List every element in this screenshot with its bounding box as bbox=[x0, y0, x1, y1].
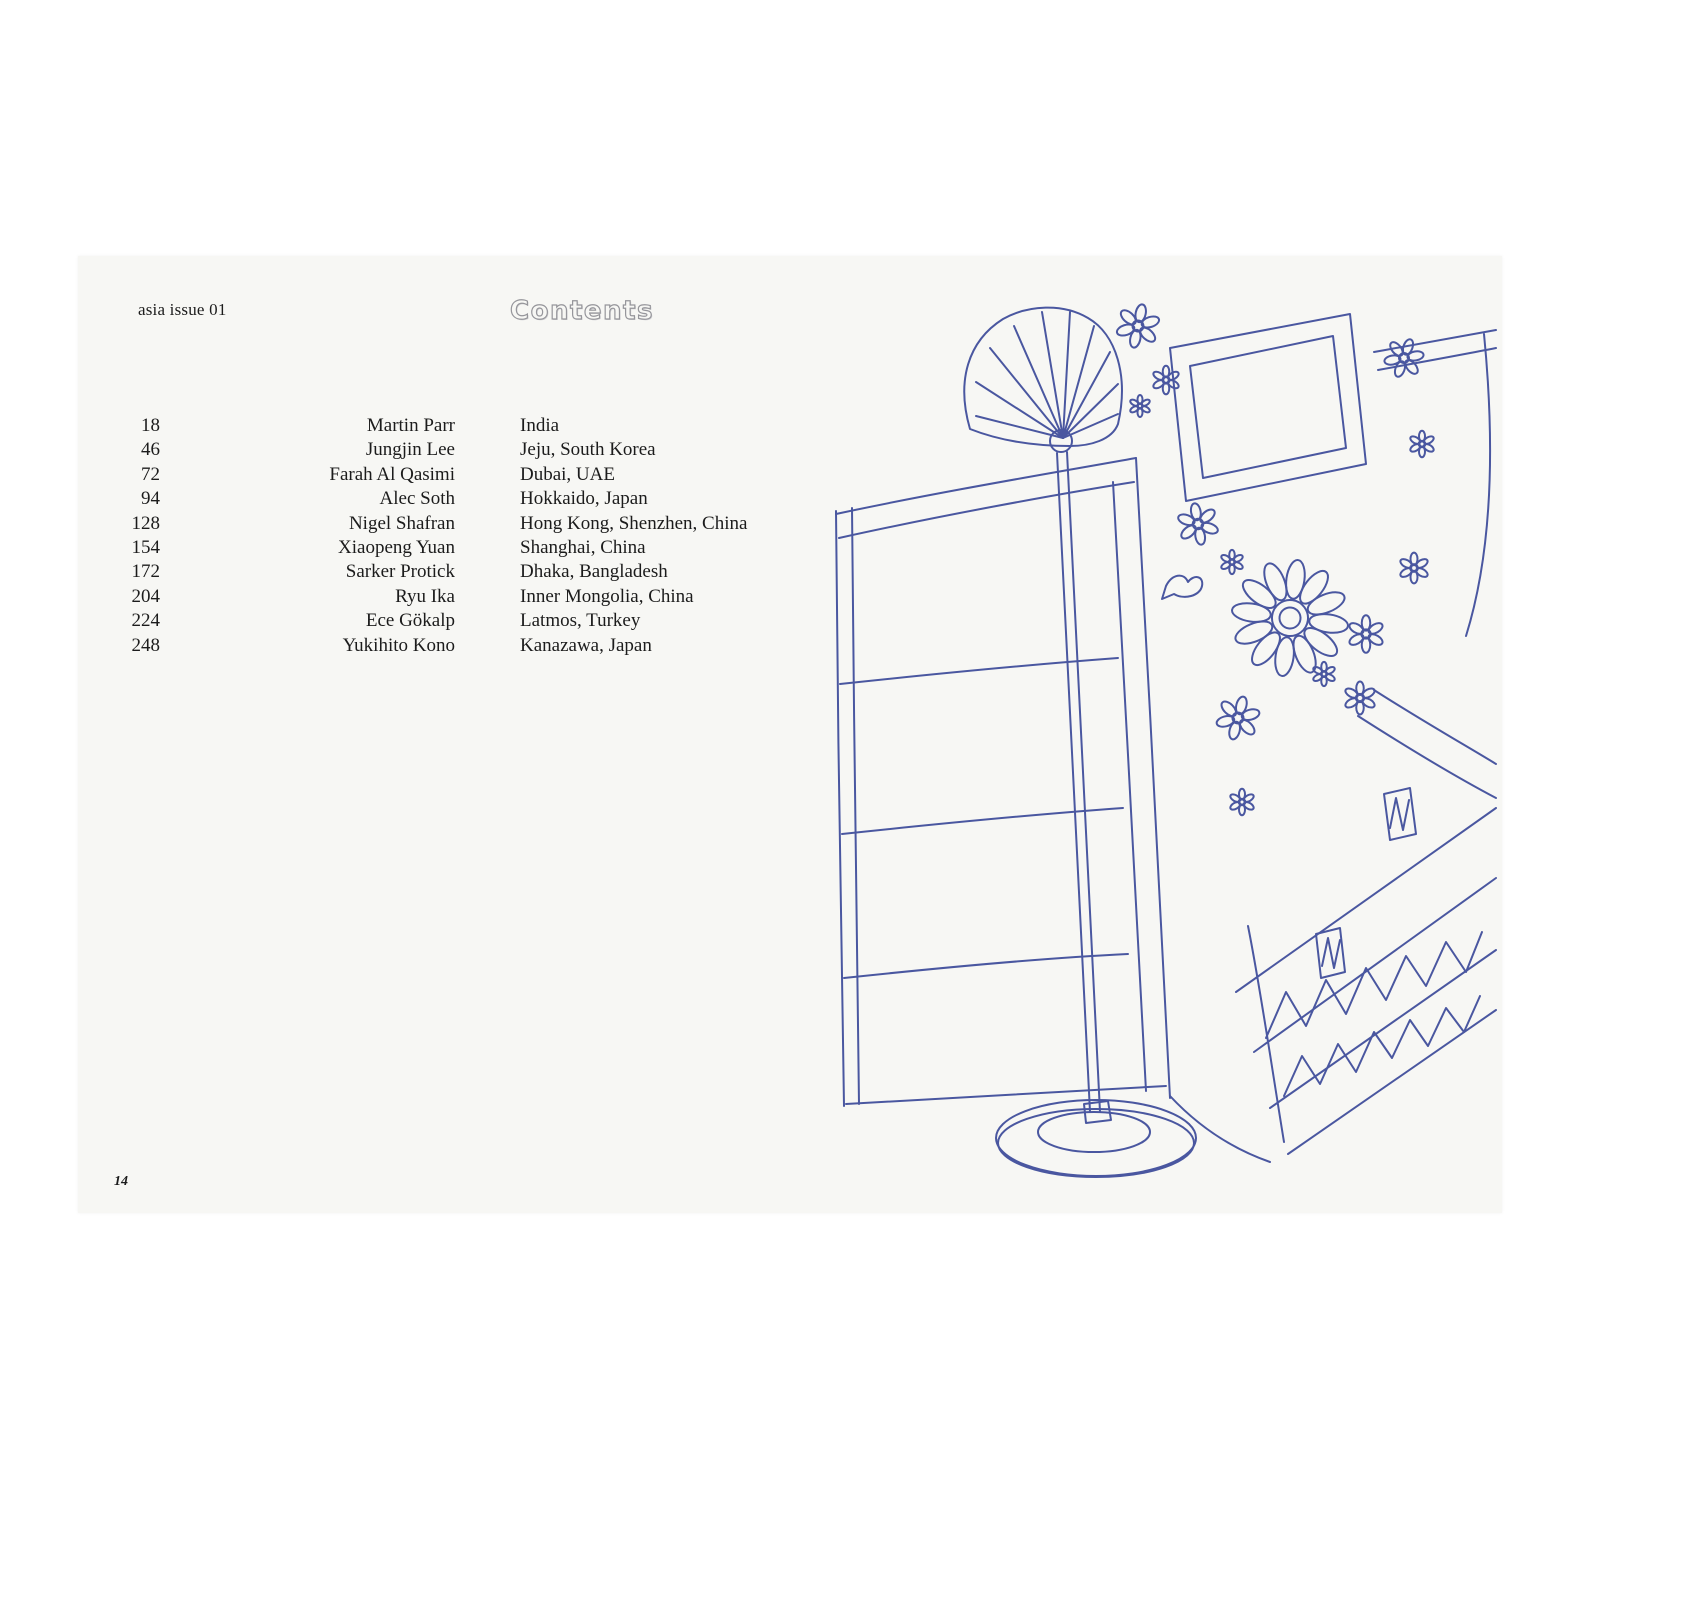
toc-page-number: 154 bbox=[131, 537, 161, 559]
toc-page-number: 204 bbox=[131, 585, 161, 607]
toc-page-number: 18 bbox=[141, 415, 160, 436]
pen-sketch-illustration bbox=[835, 298, 1497, 1178]
toc-location: Dhaka, Bangladesh bbox=[520, 561, 668, 583]
toc-artist-name: Jungjin Lee bbox=[365, 439, 455, 461]
issue-label: asia issue 01 bbox=[138, 300, 227, 319]
toc-artist-name: Yukihito Kono bbox=[342, 634, 455, 656]
toc-page-number: 94 bbox=[141, 488, 160, 510]
toc-artist-name: Xiaopeng Yuan bbox=[338, 537, 455, 559]
toc-artist-name: Martin Parr bbox=[366, 415, 455, 436]
toc-page-number: 72 bbox=[141, 463, 160, 485]
toc-location: Dubai, UAE bbox=[520, 463, 615, 485]
toc-page-number: 172 bbox=[131, 561, 161, 583]
contents-page: asia issue 01 Contents 18 Martin Parr Indi… bbox=[78, 256, 1502, 1213]
toc-location: Inner Mongolia, China bbox=[520, 585, 694, 607]
toc-location: Shanghai, China bbox=[520, 537, 646, 559]
standing-fan-sketch bbox=[963, 306, 1197, 1178]
toc-location: Jeju, South Korea bbox=[520, 439, 656, 461]
contents-list: 18 Martin Parr India 46 Jungjin Lee Jeju, Sou… bbox=[108, 414, 748, 658]
toc-location: Hong Kong, Shenzhen, China bbox=[520, 512, 748, 534]
window-frame-sketch bbox=[835, 457, 1271, 1163]
picture-frame-sketch bbox=[1169, 313, 1497, 637]
toc-location: Hokkaido, Japan bbox=[520, 488, 648, 510]
toc-page-number: 224 bbox=[131, 610, 161, 632]
toc-location: Kanazawa, Japan bbox=[520, 634, 652, 656]
page-title: Contents bbox=[509, 295, 654, 326]
toc-page-number: 46 bbox=[141, 439, 160, 461]
toc-artist-name: Farah Al Qasimi bbox=[329, 463, 455, 485]
toc-page-number: 248 bbox=[131, 634, 161, 656]
zigzag-blanket-sketch bbox=[1235, 689, 1497, 1155]
folio-number: 14 bbox=[114, 1174, 128, 1189]
flower-pattern-sketch bbox=[1111, 298, 1436, 816]
toc-artist-name: Ryu Ika bbox=[395, 585, 455, 607]
toc-location: Latmos, Turkey bbox=[520, 610, 641, 632]
toc-artist-name: Ece Gökalp bbox=[365, 610, 455, 632]
toc-page-number: 128 bbox=[131, 512, 161, 534]
toc-location: India bbox=[520, 415, 560, 436]
bird-doodle bbox=[1161, 574, 1204, 600]
toc-artist-name: Nigel Shafran bbox=[348, 512, 455, 534]
toc-artist-name: Sarker Protick bbox=[345, 561, 455, 583]
small-box-doodles bbox=[1315, 787, 1417, 979]
toc-artist-name: Alec Soth bbox=[379, 488, 455, 510]
